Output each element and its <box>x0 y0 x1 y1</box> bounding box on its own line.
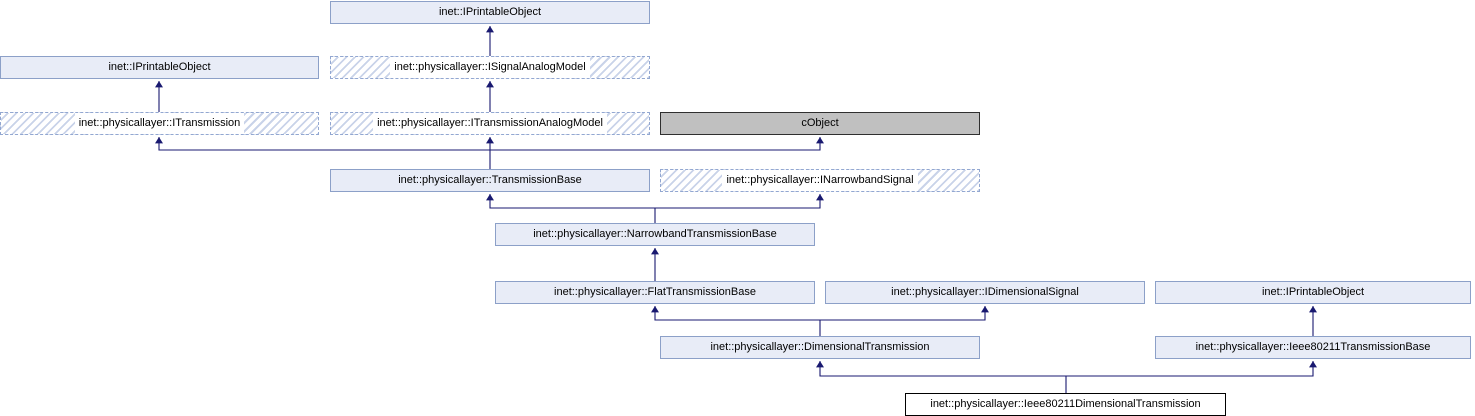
inheritance-edge-narrowbandtransmissionbase-to-inarrowbandsignal <box>655 194 824 209</box>
inheritance-edge-dimensionaltransmission-to-flattransmissionbase <box>651 306 821 336</box>
class-node-label: inet::physicallayer::ITransmission <box>74 113 245 134</box>
class-node-label: inet::physicallayer::Ieee80211Dimensiona… <box>930 398 1201 410</box>
class-node-iprintableobject-right[interactable]: inet::IPrintableObject <box>1155 281 1471 304</box>
class-node-label: inet::physicallayer::NarrowbandTransmiss… <box>533 228 777 240</box>
inheritance-edge-transmissionbase-to-itransmission <box>155 137 491 169</box>
class-node-itransmissionanalogmodel: inet::physicallayer::ITransmissionAnalog… <box>330 112 650 135</box>
class-node-transmissionbase[interactable]: inet::physicallayer::TransmissionBase <box>330 169 650 192</box>
class-node-iprintableobject-left[interactable]: inet::IPrintableObject <box>0 56 319 79</box>
class-node-label: inet::IPrintableObject <box>108 61 211 73</box>
inheritance-edge-transmissionbase-to-cobject <box>490 137 824 151</box>
class-node-label: inet::physicallayer::IDimensionalSignal <box>891 286 1079 298</box>
class-node-itransmission: inet::physicallayer::ITransmission <box>0 112 319 135</box>
class-node-label: inet::physicallayer::INarrowbandSignal <box>722 170 918 191</box>
class-node-label: inet::physicallayer::DimensionalTransmis… <box>710 341 930 353</box>
class-node-label: inet::physicallayer::TransmissionBase <box>398 174 582 186</box>
inheritance-edge-ieee80211dimensionaltransmission-to-dimensionaltransmission <box>816 361 1067 393</box>
class-node-ieee80211transmissionbase[interactable]: inet::physicallayer::Ieee80211Transmissi… <box>1155 336 1471 359</box>
class-node-ieee80211dimensionaltransmission: inet::physicallayer::Ieee80211Dimensiona… <box>905 393 1226 416</box>
class-node-label: inet::physicallayer::FlatTransmissionBas… <box>554 286 756 298</box>
class-node-inarrowbandsignal: inet::physicallayer::INarrowbandSignal <box>660 169 980 192</box>
class-node-flattransmissionbase[interactable]: inet::physicallayer::FlatTransmissionBas… <box>495 281 815 304</box>
class-node-isignalanalogmodel: inet::physicallayer::ISignalAnalogModel <box>330 56 650 79</box>
class-node-iprintableobject-top[interactable]: inet::IPrintableObject <box>330 1 650 24</box>
class-node-label: inet::physicallayer::Ieee80211Transmissi… <box>1195 341 1431 353</box>
class-node-label: inet::IPrintableObject <box>438 6 542 18</box>
class-node-label: cObject <box>801 117 839 129</box>
class-node-label: inet::physicallayer::ISignalAnalogModel <box>390 57 590 78</box>
inheritance-edge-ieee80211dimensionaltransmission-to-ieee80211transmissionbase <box>1066 361 1317 377</box>
class-node-idimensionalsignal[interactable]: inet::physicallayer::IDimensionalSignal <box>825 281 1145 304</box>
class-node-dimensionaltransmission[interactable]: inet::physicallayer::DimensionalTransmis… <box>660 336 980 359</box>
class-node-narrowbandtransmissionbase[interactable]: inet::physicallayer::NarrowbandTransmiss… <box>495 223 815 246</box>
class-node-label: inet::IPrintableObject <box>1261 286 1365 298</box>
class-node-cobject: cObject <box>660 112 980 135</box>
inheritance-edge-narrowbandtransmissionbase-to-transmissionbase <box>486 194 656 223</box>
inheritance-edge-dimensionaltransmission-to-idimensionalsignal <box>820 306 989 321</box>
class-node-label: inet::physicallayer::ITransmissionAnalog… <box>373 113 607 134</box>
